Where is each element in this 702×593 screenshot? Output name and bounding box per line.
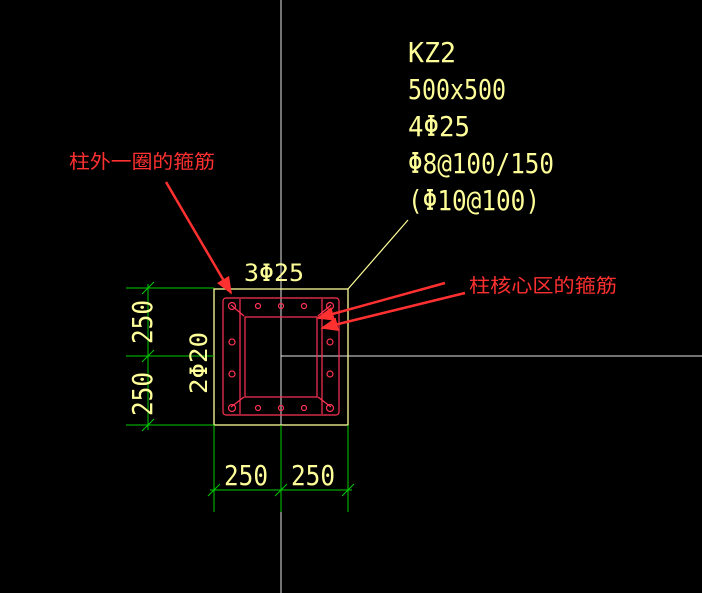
column-label: KZ2 500x500 4Φ25 Φ8@100/150 (Φ10@100) bbox=[408, 36, 554, 217]
dim-bottom-right: 250 bbox=[291, 459, 335, 492]
column-joint-stirrups: (Φ10@100) bbox=[408, 184, 540, 217]
annotation-core-arrow-2 bbox=[320, 291, 466, 332]
annotation-core-arrow-1 bbox=[316, 281, 446, 321]
dim-left-upper: 250 bbox=[126, 300, 159, 344]
dimension-lines bbox=[126, 281, 355, 512]
annotation-outer-arrow bbox=[164, 181, 233, 295]
column-section: 500x500 bbox=[408, 73, 506, 106]
annotation-core-stirrup-text: 柱核心区的箍筋 bbox=[469, 275, 617, 297]
column-corner-bars: 4Φ25 bbox=[408, 110, 470, 143]
rebar-bars bbox=[227, 301, 335, 413]
annotation-outer-stirrup: 柱外一圈的箍筋 bbox=[69, 151, 233, 295]
dim-bottom-left: 250 bbox=[224, 459, 268, 492]
column-name: KZ2 bbox=[408, 36, 456, 69]
dim-left-lower: 250 bbox=[126, 372, 159, 416]
left-side-bars-label: 2Φ20 bbox=[185, 332, 213, 394]
label-leader-line bbox=[347, 219, 409, 290]
annotation-core-stirrup: 柱核心区的箍筋 bbox=[316, 275, 617, 332]
outer-stirrup bbox=[222, 297, 340, 416]
annotation-outer-stirrup-text: 柱外一圈的箍筋 bbox=[69, 151, 215, 173]
inner-stirrup bbox=[244, 316, 318, 398]
column-stirrups: Φ8@100/150 bbox=[408, 147, 554, 180]
top-side-bars-label: 3Φ25 bbox=[244, 259, 304, 287]
